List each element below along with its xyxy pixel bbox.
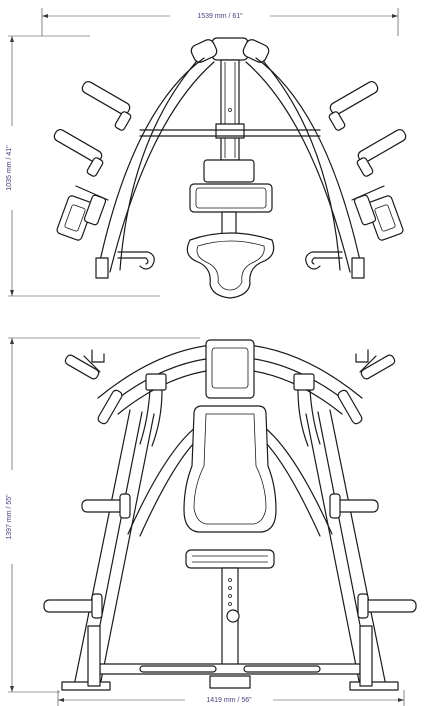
front-height-label: 1397 mm / 55" xyxy=(6,494,13,540)
front-height-dimension: 1397 mm / 55" xyxy=(4,337,200,693)
front-width-dimension: 1419 mm / 56" xyxy=(57,690,405,706)
front-middle-horns xyxy=(81,493,379,519)
top-left-weight-horns xyxy=(53,81,132,177)
front-upper-horns xyxy=(64,354,396,425)
front-top-hooks xyxy=(83,349,377,373)
front-base xyxy=(61,625,399,691)
front-shoulder-caps xyxy=(139,373,321,447)
top-left-handles xyxy=(56,185,109,241)
top-depth-dimension: 1035 mm / 41" xyxy=(4,35,160,297)
front-seat-post xyxy=(221,567,240,673)
top-width-label: 1539 mm / 61" xyxy=(197,13,243,20)
top-center-column xyxy=(215,59,245,161)
front-width-label: 1419 mm / 56" xyxy=(206,697,252,704)
top-foot-hooks xyxy=(117,251,343,270)
top-right-arm xyxy=(245,57,363,273)
front-view-drawing: 1397 mm / 55" 1419 mm / 56" xyxy=(4,337,417,706)
top-back-pad xyxy=(189,159,273,237)
top-hub xyxy=(190,37,270,63)
top-depth-label: 1035 mm / 41" xyxy=(6,145,13,191)
top-left-arm xyxy=(97,57,215,273)
top-width-dimension: 1539 mm / 61" xyxy=(41,8,399,36)
top-seat xyxy=(186,232,275,299)
top-base-feet xyxy=(95,257,365,279)
top-cross-bar xyxy=(139,129,321,137)
front-lower-horns xyxy=(43,593,417,619)
front-seat xyxy=(185,549,275,569)
front-top-arc xyxy=(97,339,363,415)
top-right-handles xyxy=(351,185,404,241)
top-view-drawing: 1539 mm / 61" 1035 mm / 41" xyxy=(4,8,407,299)
front-back-pad xyxy=(183,405,277,533)
top-right-weight-horns xyxy=(328,81,407,177)
